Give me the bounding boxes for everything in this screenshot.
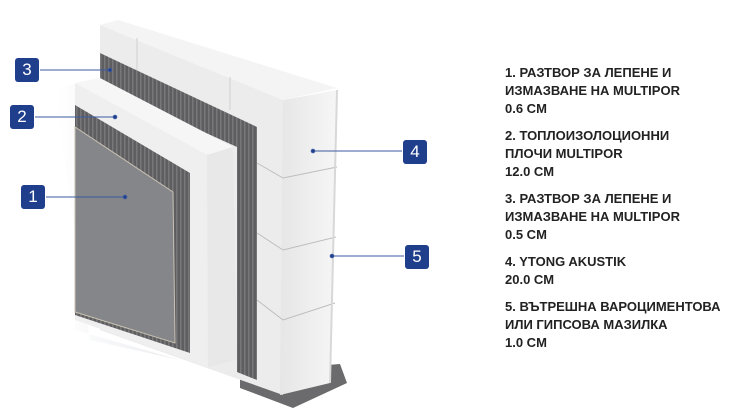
legend-text: 5. ВЪТРЕШНА ВАРОЦИМЕНТОВА xyxy=(505,299,721,314)
badge-1: 1 xyxy=(21,185,45,209)
wall-shadow xyxy=(55,83,180,360)
legend: 1. РАЗТВОР ЗА ЛЕПЕНЕ И ИЗМАЗВАНЕ НА MULT… xyxy=(505,64,730,361)
legend-text: ПЛОЧИ MULTIPOR xyxy=(505,146,623,161)
badge-4: 4 xyxy=(403,140,427,164)
legend-text: 2. ТОПЛОИЗОЛОЦИОННИ xyxy=(505,128,670,143)
ytong-end-face xyxy=(280,90,337,395)
badge-5: 5 xyxy=(405,245,429,269)
legend-item-2: 2. ТОПЛОИЗОЛОЦИОННИ ПЛОЧИ MULTIPOR 12.0 … xyxy=(505,127,730,181)
insulation-top-face xyxy=(75,78,233,155)
legend-item-3: 3. РАЗТВОР ЗА ЛЕПЕНЕ И ИЗМАЗВАНЕ НА MULT… xyxy=(505,190,730,244)
mortar-layer-3 xyxy=(100,53,257,380)
badge-3: 3 xyxy=(15,58,39,82)
legend-text: 4. YTONG AKUSTIK xyxy=(505,254,627,269)
legend-item-5: 5. ВЪТРЕШНА ВАРОЦИМЕНТОВА ИЛИ ГИПСОВА МА… xyxy=(505,298,730,352)
insulation-end-face xyxy=(207,147,237,367)
ytong-top-face xyxy=(100,20,337,100)
legend-thickness: 1.0 CM xyxy=(505,335,547,350)
legend-text: ИЗМАЗВАНЕ НА MULTIPOR xyxy=(505,83,680,98)
legend-text: ИЗМАЗВАНЕ НА MULTIPOR xyxy=(505,209,680,224)
legend-thickness: 20.0 CM xyxy=(505,272,555,287)
legend-item-1: 1. РАЗТВОР ЗА ЛЕПЕНЕ И ИЗМАЗВАНЕ НА MULT… xyxy=(505,64,730,118)
legend-thickness: 12.0 CM xyxy=(505,164,555,179)
legend-thickness: 0.5 CM xyxy=(505,227,547,242)
legend-text: 1. РАЗТВОР ЗА ЛЕПЕНЕ И xyxy=(505,65,672,80)
badge-2: 2 xyxy=(10,105,34,129)
legend-text: ИЛИ ГИПСОВА МАЗИЛКА xyxy=(505,317,668,332)
plaster-panel xyxy=(74,126,176,344)
legend-text: 3. РАЗТВОР ЗА ЛЕПЕНЕ И xyxy=(505,191,672,206)
legend-thickness: 0.6 CM xyxy=(505,101,547,116)
legend-item-4: 4. YTONG AKUSTIK 20.0 CM xyxy=(505,253,730,289)
